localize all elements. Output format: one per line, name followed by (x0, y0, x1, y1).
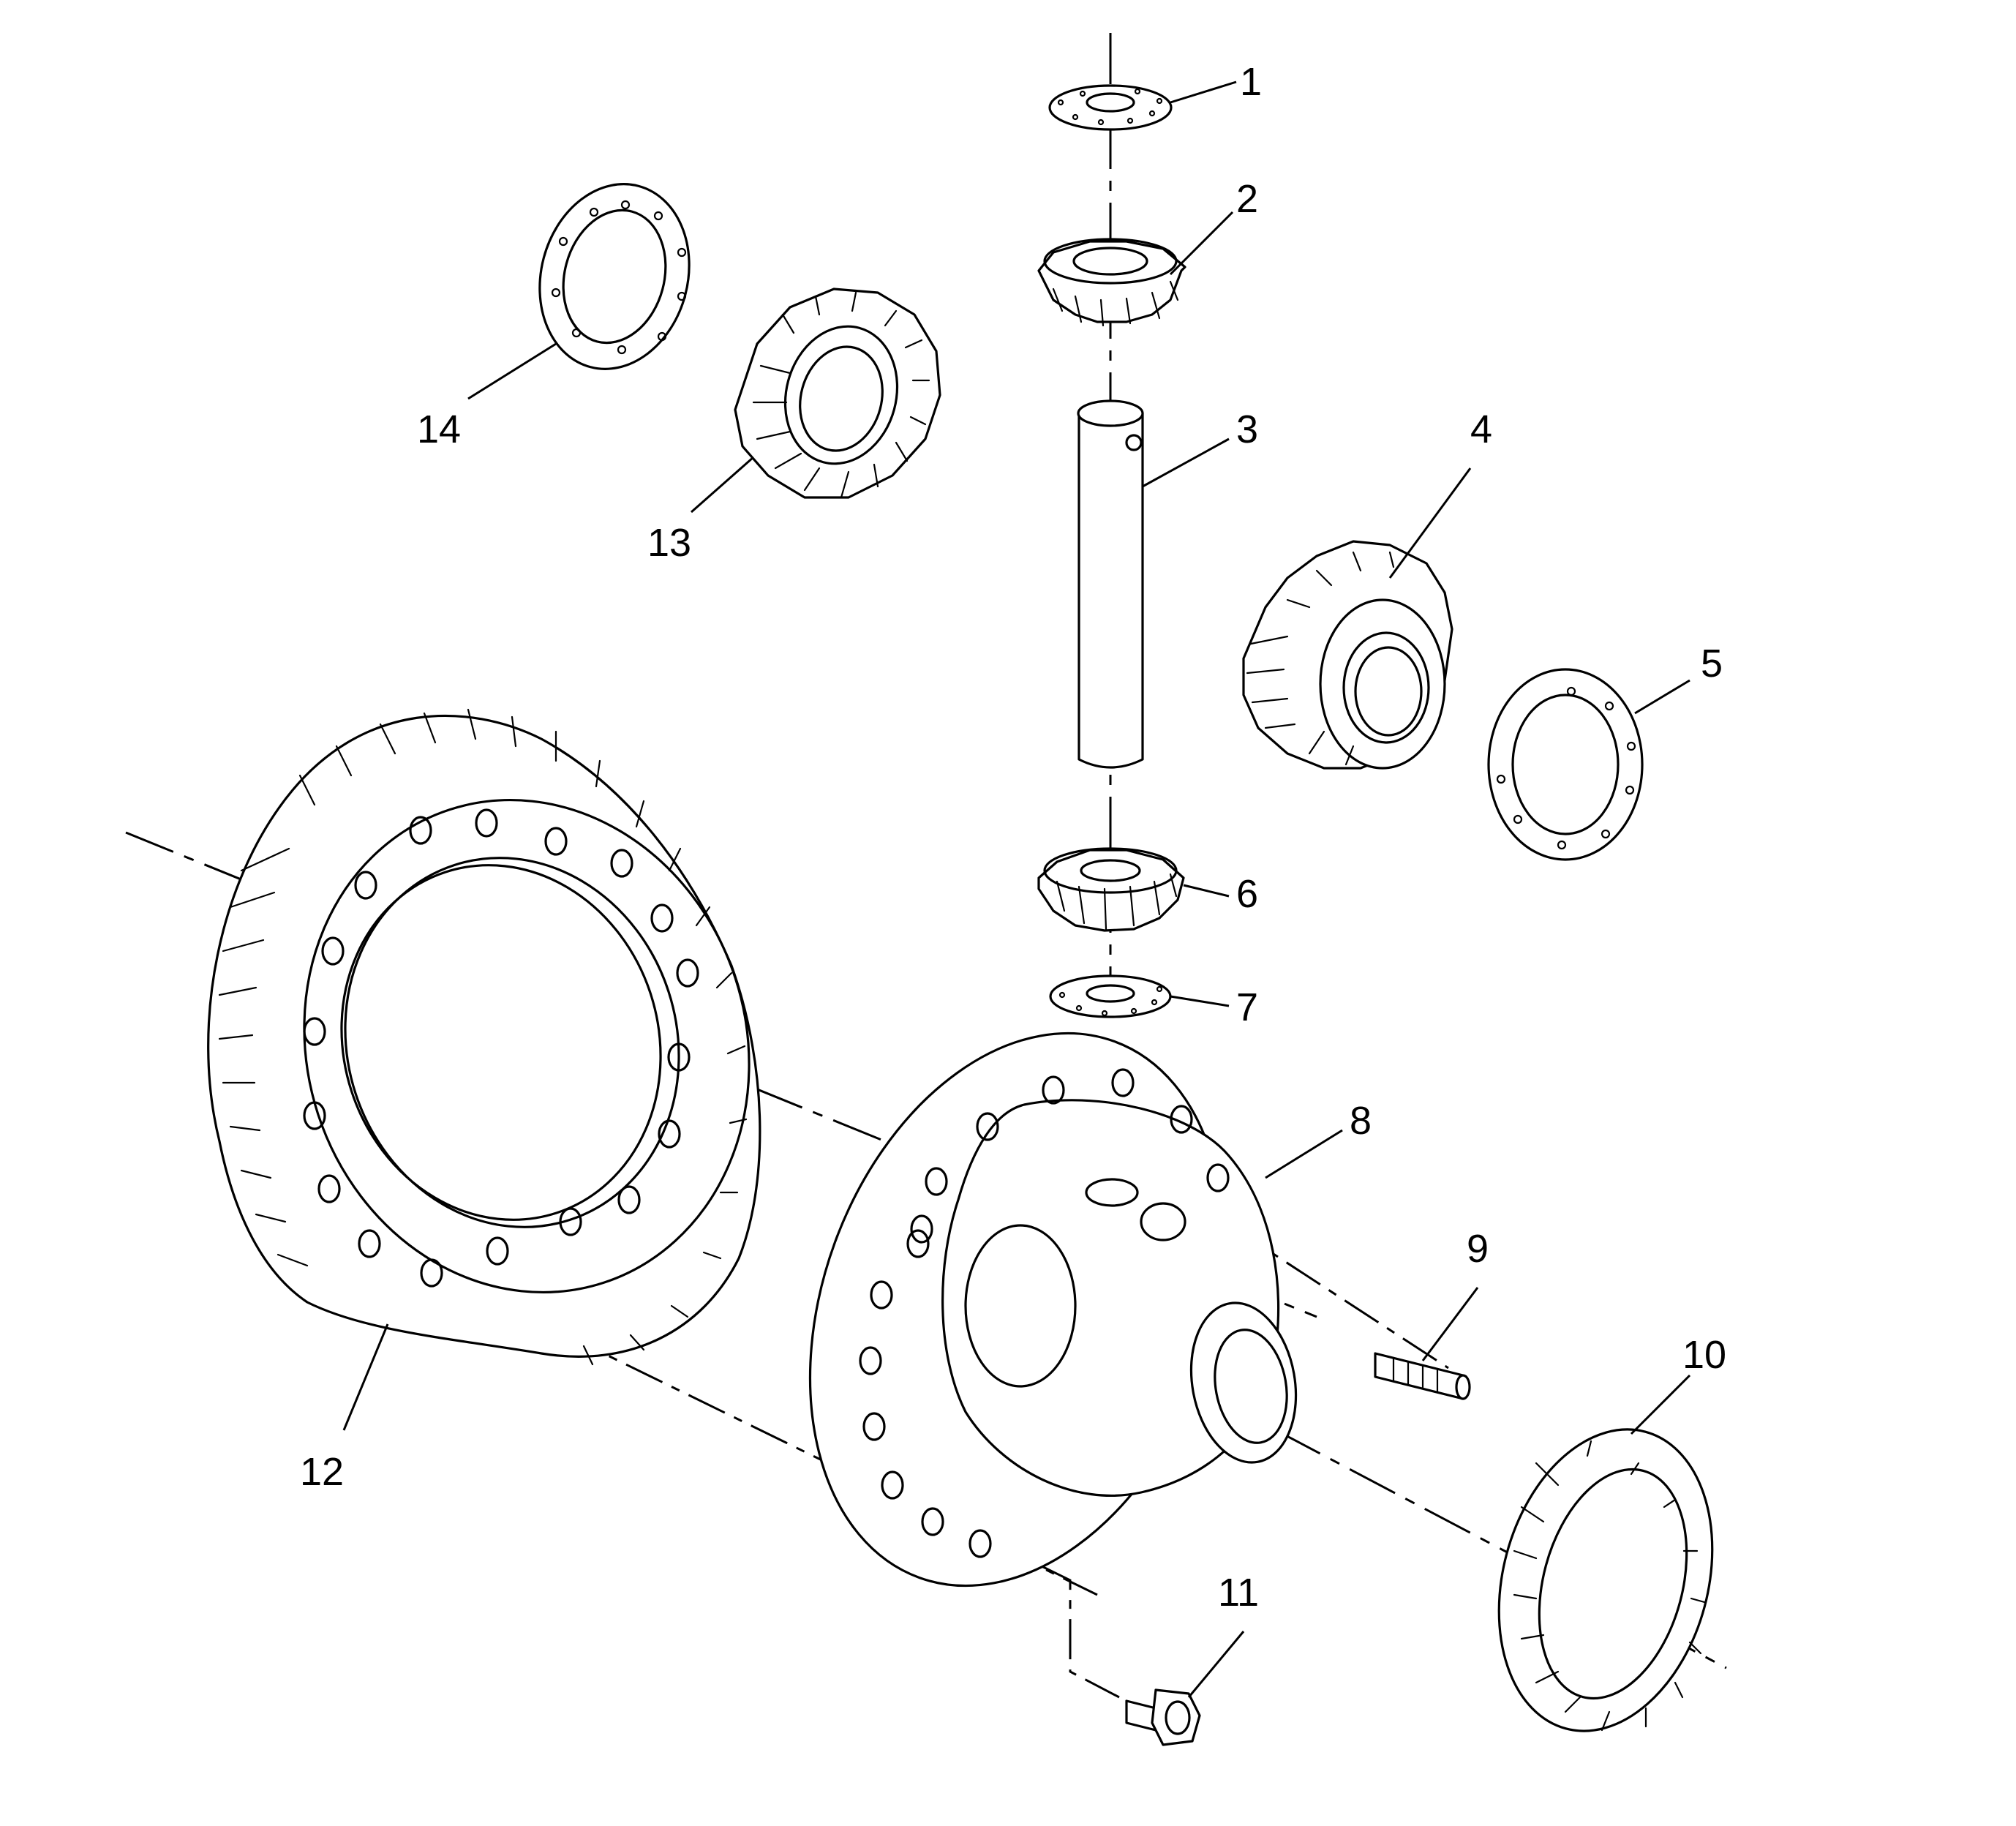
part-4-side-gear (1242, 540, 1453, 770)
part-10-tone-ring (1497, 1428, 1714, 1732)
callout-4: 4 (1470, 407, 1492, 451)
part-13-side-gear (734, 288, 941, 499)
part-5-thrust-washer (1487, 668, 1644, 861)
callout-7: 7 (1236, 985, 1258, 1029)
callout-5: 5 (1701, 642, 1723, 685)
callout-14: 14 (417, 407, 461, 451)
callout-9: 9 (1467, 1227, 1489, 1271)
callout-10: 10 (1682, 1333, 1726, 1377)
callout-3: 3 (1236, 407, 1258, 451)
leader-lines (342, 80, 1691, 1698)
callout-2: 2 (1236, 177, 1258, 221)
callout-6: 6 (1236, 872, 1258, 916)
part-7-thrust-washer (1049, 974, 1172, 1018)
part-8-differential-case (808, 1032, 1298, 1588)
callout-8: 8 (1350, 1099, 1372, 1143)
part-14-thrust-washer (538, 183, 691, 370)
part-9-lock-pin (1374, 1352, 1471, 1400)
part-6-pinion-gear (1037, 847, 1185, 932)
callout-labels: 1 2 3 4 5 6 7 8 9 10 11 12 13 14 (300, 60, 1726, 1615)
part-12-ring-gear (207, 708, 761, 1366)
part-1-thrust-washer (1048, 84, 1173, 131)
part-2-pinion-gear (1037, 238, 1186, 327)
callout-11: 11 (1218, 1571, 1259, 1615)
callout-1: 1 (1240, 60, 1262, 104)
callout-12: 12 (300, 1450, 344, 1494)
part-11-bolt (1125, 1688, 1201, 1746)
part-3-pinion-shaft (1077, 399, 1144, 769)
callout-13: 13 (647, 521, 691, 565)
